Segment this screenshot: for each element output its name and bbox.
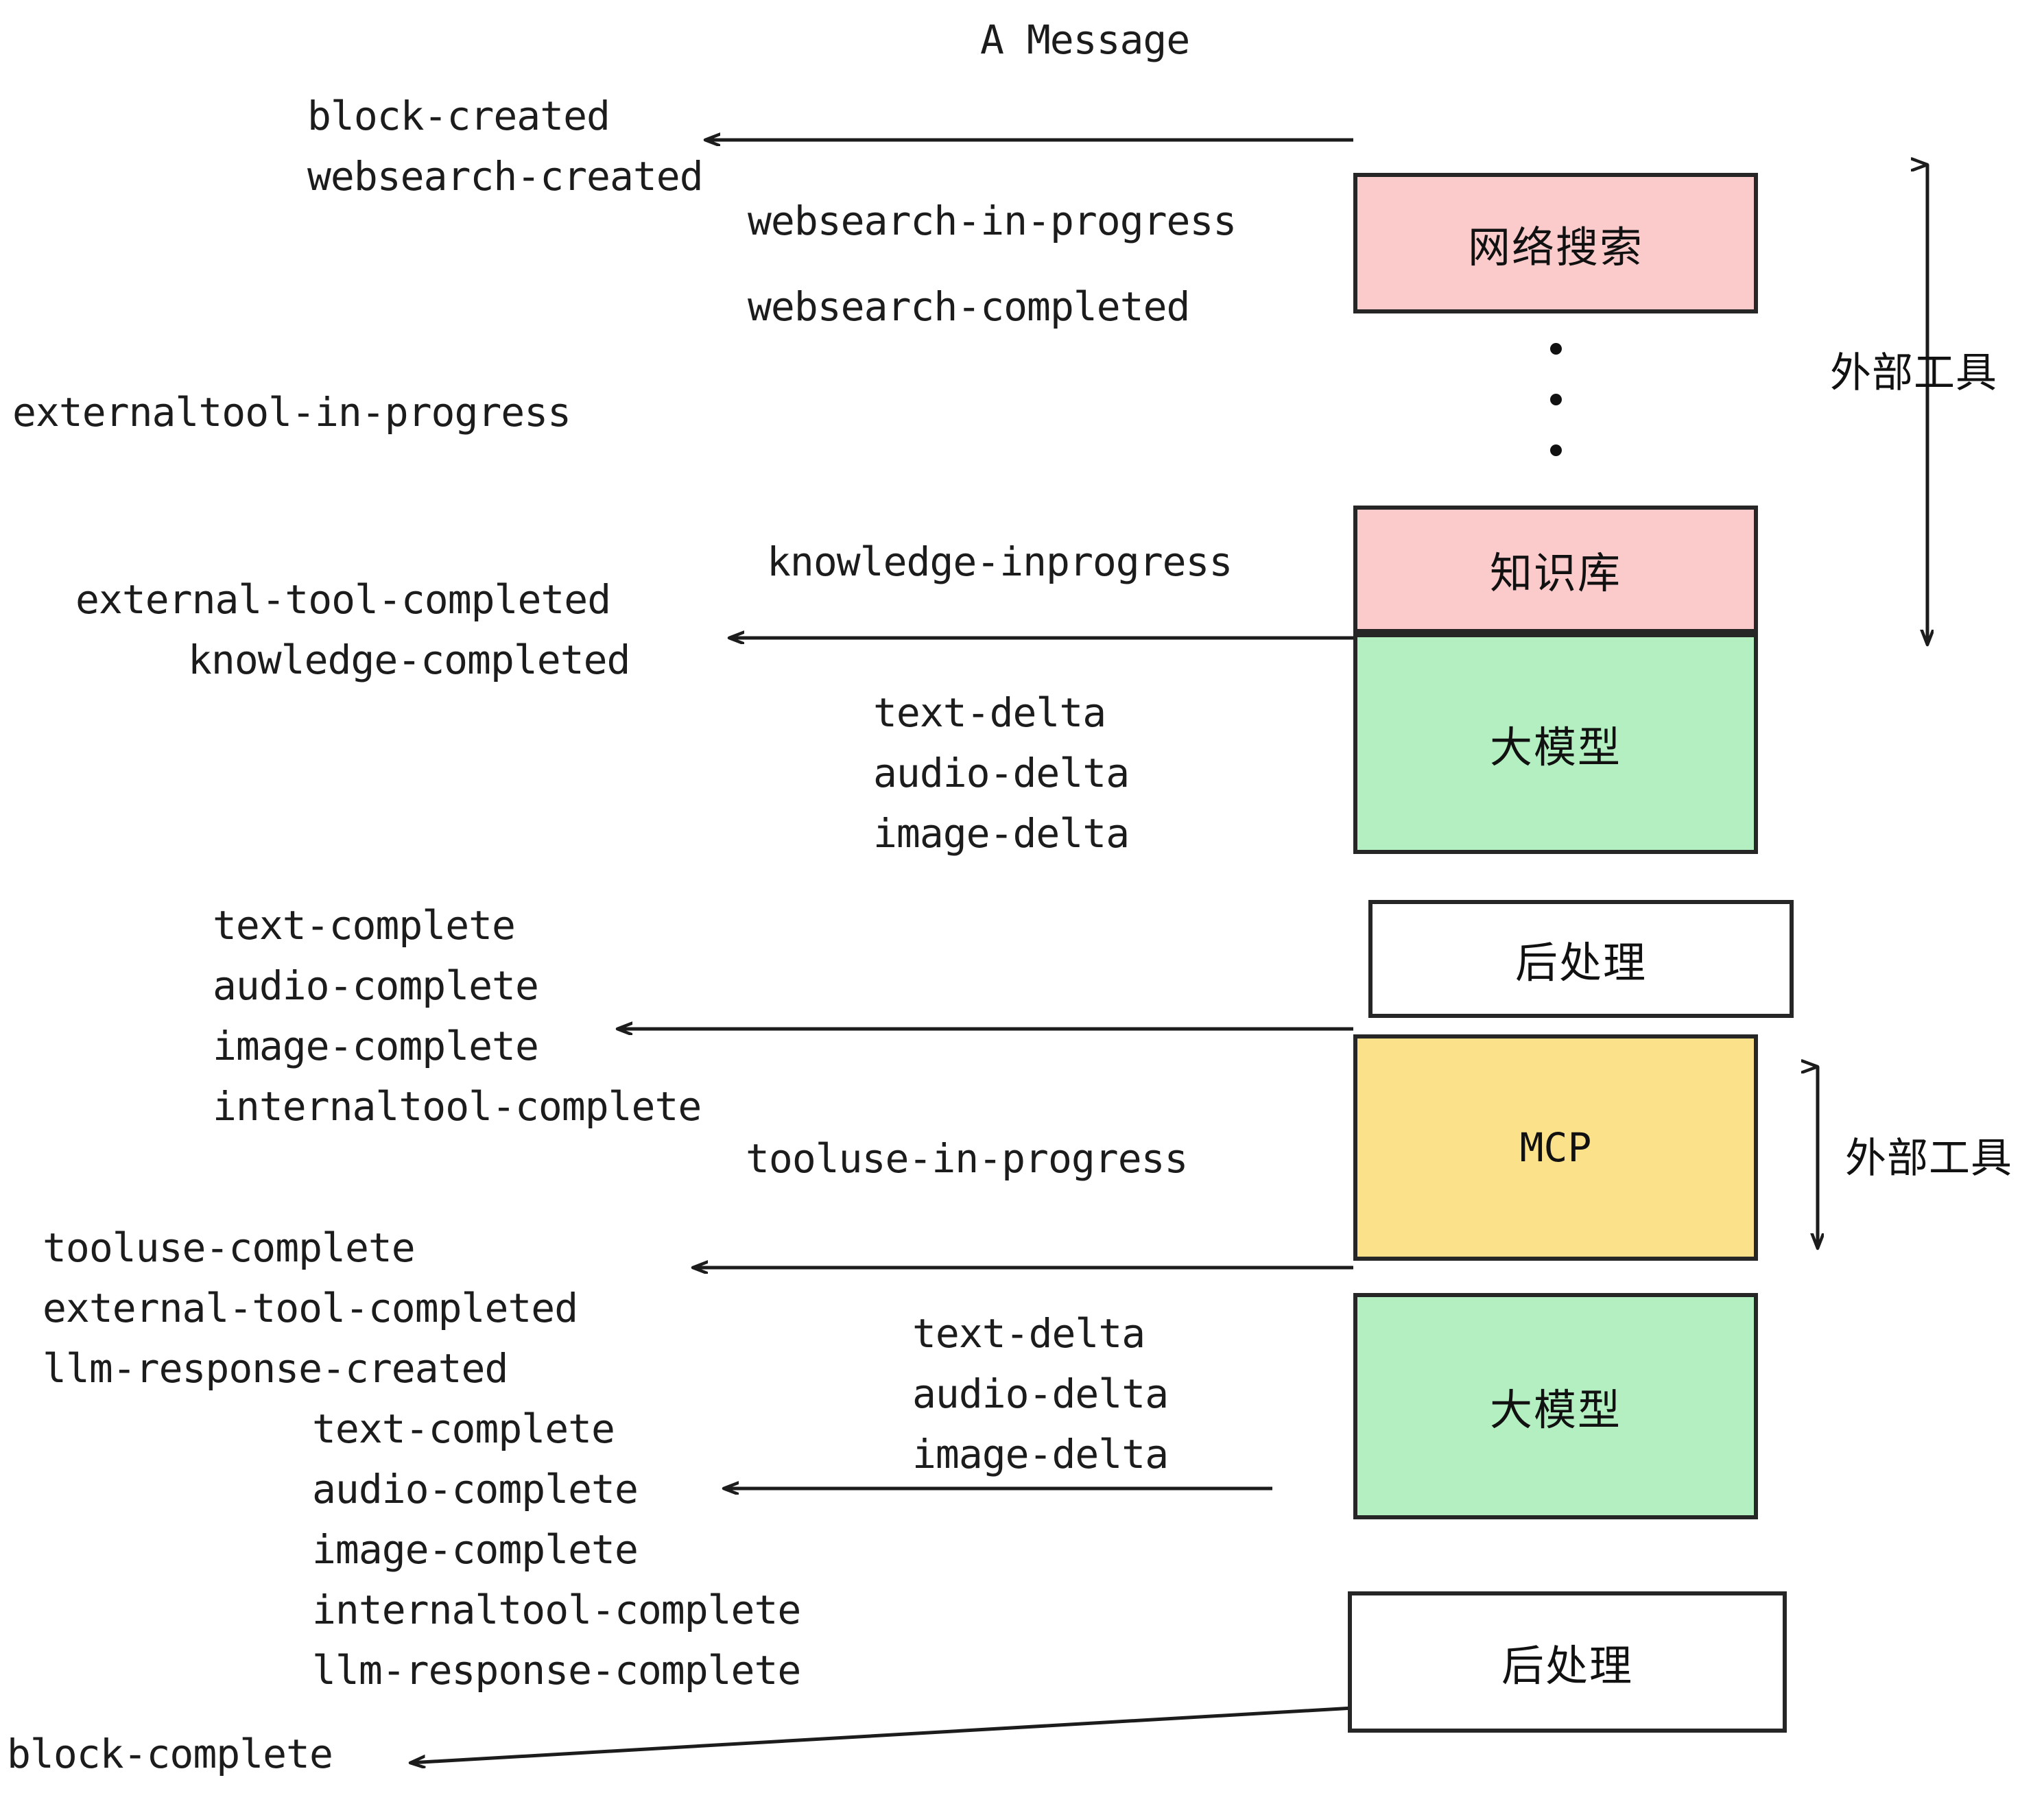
event-knowledge-completed: knowledge-completed [188, 637, 630, 683]
event-external-tool-completed-1: external-tool-completed [75, 576, 611, 623]
event-audio-delta-1: audio-delta [873, 750, 1130, 796]
event-llm-response-complete: llm-response-complete [312, 1647, 801, 1694]
event-internaltool-complete-2: internaltool-complete [312, 1587, 801, 1633]
event-websearch-created: websearch-created [307, 153, 704, 200]
event-tooluse-complete: tooluse-complete [43, 1224, 416, 1271]
node-llm-1[interactable]: 大模型 [1353, 633, 1758, 854]
node-llm-2[interactable]: 大模型 [1353, 1293, 1758, 1519]
label-external-tools-top: 外部工具 [1830, 349, 1997, 397]
arrow-postprocess-to-block-complete [410, 1706, 1354, 1763]
event-llm-response-created: llm-response-created [43, 1345, 508, 1392]
node-websearch[interactable]: 网络搜索 [1353, 173, 1758, 313]
event-block-complete: block-complete [7, 1731, 333, 1777]
event-websearch-completed: websearch-completed [748, 283, 1190, 330]
event-text-complete-1: text-complete [213, 902, 516, 949]
node-postprocess-1[interactable]: 后处理 [1368, 900, 1794, 1018]
event-audio-complete-1: audio-complete [213, 962, 539, 1009]
node-knowledgebase-label: 知识库 [1489, 548, 1621, 598]
node-postprocess-2[interactable]: 后处理 [1348, 1591, 1787, 1733]
event-audio-delta-2: audio-delta [912, 1370, 1169, 1417]
event-external-tool-completed-2: external-tool-completed [43, 1285, 578, 1331]
node-llm-2-label: 大模型 [1489, 1385, 1621, 1435]
ellipsis-dots [1549, 343, 1562, 456]
node-mcp[interactable]: MCP [1353, 1034, 1758, 1261]
event-image-complete-2: image-complete [312, 1526, 639, 1573]
dot-2 [1549, 394, 1562, 405]
event-knowledge-inprogress: knowledge-inprogress [767, 538, 1233, 585]
event-image-delta-2: image-delta [912, 1431, 1169, 1477]
event-text-delta-1: text-delta [873, 689, 1106, 736]
event-image-delta-1: image-delta [873, 810, 1130, 857]
dot-1 [1549, 343, 1562, 355]
dot-3 [1549, 444, 1562, 456]
diagram-title: A Message [980, 16, 1190, 63]
node-postprocess-2-label: 后处理 [1501, 1641, 1633, 1691]
label-external-tools-bottom: 外部工具 [1845, 1135, 2012, 1183]
event-text-complete-2: text-complete [312, 1405, 615, 1452]
node-llm-1-label: 大模型 [1489, 722, 1621, 772]
event-internaltool-complete-1: internaltool-complete [213, 1083, 702, 1130]
node-postprocess-1-label: 后处理 [1514, 938, 1647, 988]
event-image-complete-1: image-complete [213, 1023, 539, 1069]
node-knowledgebase[interactable]: 知识库 [1353, 506, 1758, 633]
event-externaltool-in-progress: externaltool-in-progress [12, 389, 571, 436]
event-websearch-in-progress: websearch-in-progress [748, 198, 1237, 244]
event-audio-complete-2: audio-complete [312, 1466, 639, 1512]
node-websearch-label: 网络搜索 [1467, 222, 1643, 272]
event-block-created: block-created [307, 93, 610, 139]
node-mcp-label: MCP [1519, 1124, 1592, 1171]
event-tooluse-in-progress: tooluse-in-progress [746, 1135, 1188, 1182]
event-text-delta-2: text-delta [912, 1310, 1145, 1357]
